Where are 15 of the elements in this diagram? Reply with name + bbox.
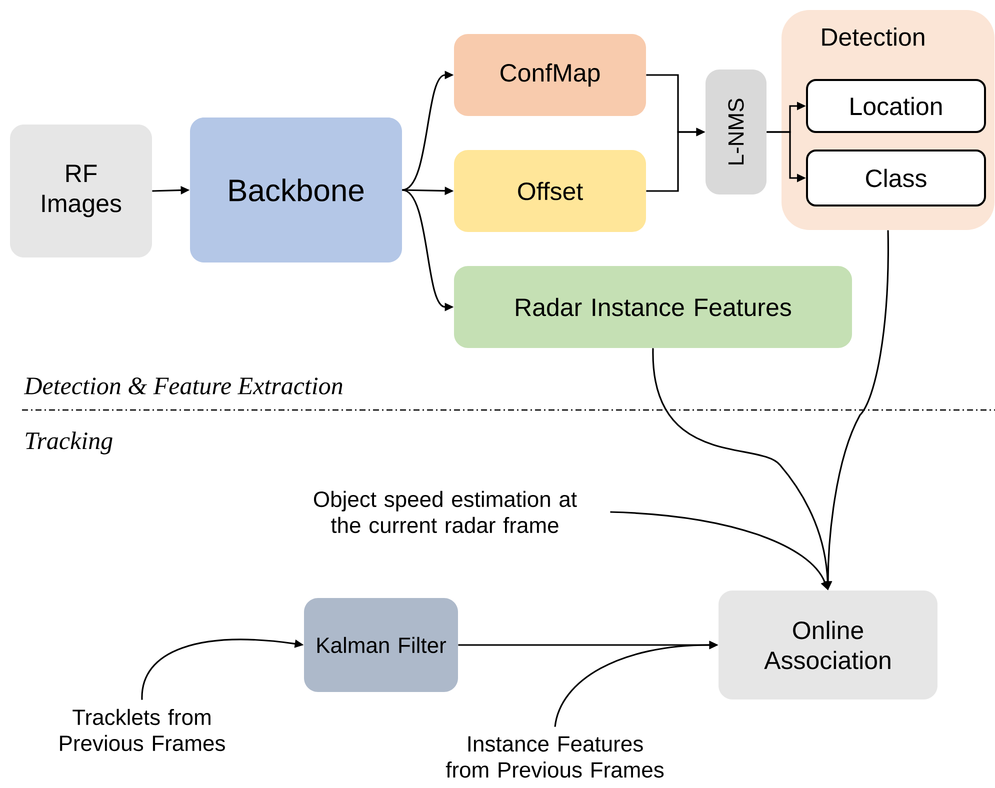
process-box: Backbone (190, 118, 402, 262)
process-box: Radar Instance Features (454, 266, 852, 348)
process-box: L-NMS (706, 70, 766, 194)
process-box: ConfMap (454, 34, 646, 116)
process-box: RF Images (10, 124, 152, 258)
text-label: Instance Features from Previous Frames (446, 736, 664, 778)
process-box: Online Association (718, 590, 938, 700)
section-label: Tracking (26, 432, 112, 454)
section-label: Detection & Feature Extraction (24, 378, 342, 394)
text-label: Tracklets from Previous Frames (60, 708, 225, 752)
process-box: Offset (454, 150, 646, 232)
text-label: Object speed estimation at the current radar frame (314, 490, 577, 534)
inner-box: Location (806, 79, 986, 133)
inner-box: Class (806, 150, 986, 206)
process-box: Kalman Filter (304, 598, 458, 692)
